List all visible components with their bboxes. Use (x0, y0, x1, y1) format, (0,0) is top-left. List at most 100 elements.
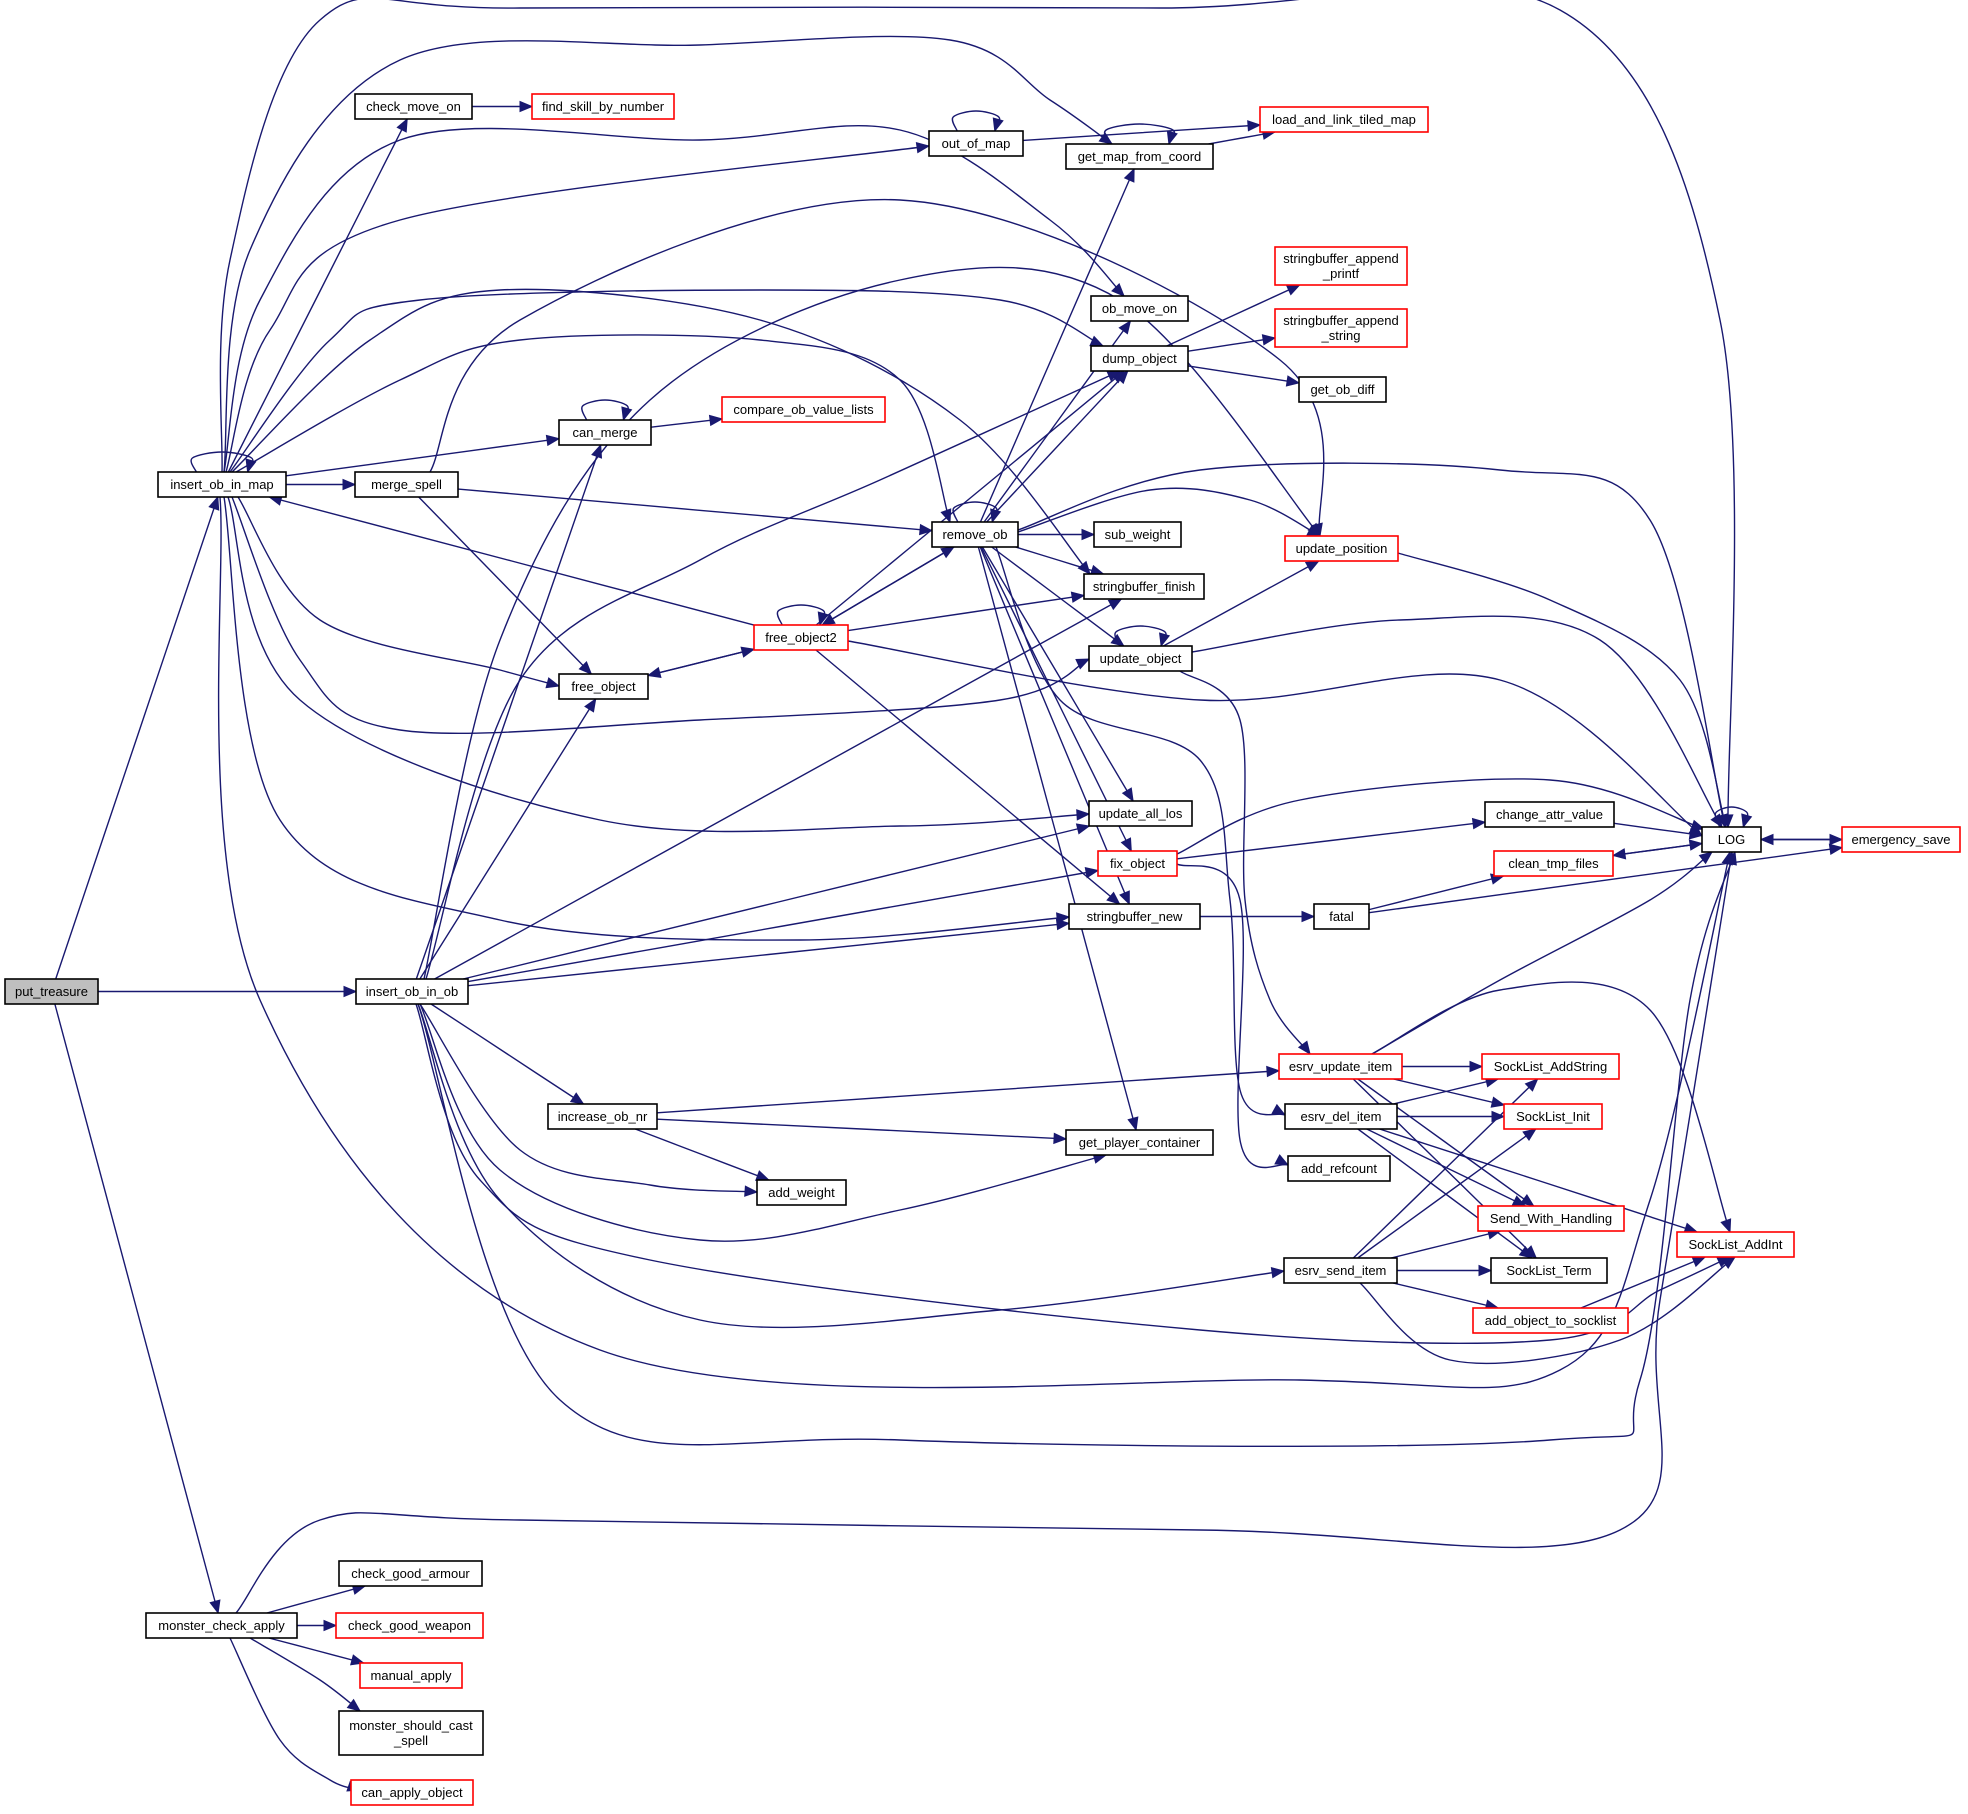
node-box[interactable] (1841, 826, 1961, 853)
node-box[interactable] (1259, 106, 1429, 133)
node-add_weight[interactable]: add_weight (756, 1179, 847, 1206)
node-box[interactable] (355, 978, 469, 1005)
node-free_object[interactable]: free_object (558, 673, 649, 700)
node-insert_ob_in_ob[interactable]: insert_ob_in_ob (355, 978, 469, 1005)
node-box[interactable] (558, 419, 652, 446)
node-box[interactable] (1097, 850, 1178, 877)
node-monster_should_cast_spell[interactable]: monster_should_cast_spell (338, 1710, 484, 1756)
node-box[interactable] (1284, 1103, 1398, 1130)
node-free_object2[interactable]: free_object2 (753, 624, 849, 651)
node-box[interactable] (1313, 903, 1370, 930)
node-box[interactable] (1477, 1205, 1625, 1232)
node-box[interactable] (1481, 1053, 1620, 1080)
node-ob_move_on[interactable]: ob_move_on (1090, 295, 1189, 322)
node-box[interactable] (1283, 1257, 1398, 1284)
node-SockList_AddInt[interactable]: SockList_AddInt (1676, 1231, 1795, 1258)
node-SockList_Init[interactable]: SockList_Init (1503, 1103, 1603, 1130)
node-Send_With_Handling[interactable]: Send_With_Handling (1477, 1205, 1625, 1232)
node-box[interactable] (1090, 295, 1189, 322)
node-box[interactable] (1083, 573, 1205, 600)
node-stringbuffer_finish[interactable]: stringbuffer_finish (1083, 573, 1205, 600)
node-box[interactable] (721, 396, 886, 423)
node-put_treasure[interactable]: put_treasure (4, 978, 99, 1005)
node-box[interactable] (1676, 1231, 1795, 1258)
node-box[interactable] (1274, 308, 1408, 348)
node-SockList_Term[interactable]: SockList_Term (1490, 1257, 1608, 1284)
node-box[interactable] (1484, 801, 1615, 828)
node-box[interactable] (928, 130, 1024, 157)
node-LOG[interactable]: LOG (1701, 826, 1762, 853)
node-insert_ob_in_map[interactable]: insert_ob_in_map (157, 471, 287, 498)
node-out_of_map[interactable]: out_of_map (928, 130, 1024, 157)
node-box[interactable] (350, 1779, 474, 1806)
node-esrv_update_item[interactable]: esrv_update_item (1278, 1053, 1403, 1080)
node-box[interactable] (558, 673, 649, 700)
node-esrv_del_item[interactable]: esrv_del_item (1284, 1103, 1398, 1130)
node-add_object_to_socklist[interactable]: add_object_to_socklist (1472, 1307, 1629, 1334)
node-fatal[interactable]: fatal (1313, 903, 1370, 930)
node-add_refcount[interactable]: add_refcount (1287, 1155, 1391, 1182)
node-remove_ob[interactable]: remove_ob (931, 521, 1019, 548)
node-box[interactable] (1701, 826, 1762, 853)
node-box[interactable] (4, 978, 99, 1005)
node-update_all_los[interactable]: update_all_los (1088, 800, 1193, 827)
node-find_skill_by_number[interactable]: find_skill_by_number (531, 93, 675, 120)
node-check_good_weapon[interactable]: check_good_weapon (335, 1612, 484, 1639)
node-box[interactable] (1472, 1307, 1629, 1334)
node-merge_spell[interactable]: merge_spell (354, 471, 459, 498)
node-dump_object[interactable]: dump_object (1090, 345, 1189, 372)
node-update_position[interactable]: update_position (1284, 535, 1399, 562)
node-box[interactable] (338, 1560, 483, 1587)
node-box[interactable] (756, 1179, 847, 1206)
node-box[interactable] (1088, 800, 1193, 827)
node-box[interactable] (359, 1662, 463, 1689)
node-can_merge[interactable]: can_merge (558, 419, 652, 446)
node-box[interactable] (1490, 1257, 1608, 1284)
node-compare_ob_value_lists[interactable]: compare_ob_value_lists (721, 396, 886, 423)
node-stringbuffer_append_printf[interactable]: stringbuffer_append_printf (1274, 246, 1408, 286)
node-box[interactable] (1065, 1129, 1214, 1156)
node-stringbuffer_append_string[interactable]: stringbuffer_append_string (1274, 308, 1408, 348)
node-check_good_armour[interactable]: check_good_armour (338, 1560, 483, 1587)
node-box[interactable] (354, 471, 459, 498)
node-box[interactable] (1284, 535, 1399, 562)
node-box[interactable] (1493, 850, 1614, 877)
node-load_and_link_tiled_map[interactable]: load_and_link_tiled_map (1259, 106, 1429, 133)
node-box[interactable] (145, 1612, 298, 1639)
node-update_object[interactable]: update_object (1088, 645, 1193, 672)
node-box[interactable] (1298, 376, 1387, 403)
node-increase_ob_nr[interactable]: increase_ob_nr (547, 1103, 658, 1130)
node-box[interactable] (1065, 143, 1214, 170)
node-sub_weight[interactable]: sub_weight (1093, 521, 1182, 548)
node-manual_apply[interactable]: manual_apply (359, 1662, 463, 1689)
node-esrv_send_item[interactable]: esrv_send_item (1283, 1257, 1398, 1284)
node-stringbuffer_new[interactable]: stringbuffer_new (1068, 903, 1201, 930)
node-box[interactable] (1093, 521, 1182, 548)
node-box[interactable] (1274, 246, 1408, 286)
node-fix_object[interactable]: fix_object (1097, 850, 1178, 877)
node-monster_check_apply[interactable]: monster_check_apply (145, 1612, 298, 1639)
node-box[interactable] (335, 1612, 484, 1639)
node-box[interactable] (1068, 903, 1201, 930)
node-box[interactable] (1088, 645, 1193, 672)
node-box[interactable] (1503, 1103, 1603, 1130)
node-box[interactable] (1090, 345, 1189, 372)
node-SockList_AddString[interactable]: SockList_AddString (1481, 1053, 1620, 1080)
node-box[interactable] (547, 1103, 658, 1130)
node-get_player_container[interactable]: get_player_container (1065, 1129, 1214, 1156)
node-box[interactable] (1278, 1053, 1403, 1080)
node-box[interactable] (931, 521, 1019, 548)
node-box[interactable] (531, 93, 675, 120)
node-box[interactable] (753, 624, 849, 651)
node-check_move_on[interactable]: check_move_on (354, 93, 473, 120)
node-change_attr_value[interactable]: change_attr_value (1484, 801, 1615, 828)
node-clean_tmp_files[interactable]: clean_tmp_files (1493, 850, 1614, 877)
node-box[interactable] (354, 93, 473, 120)
node-box[interactable] (1287, 1155, 1391, 1182)
node-box[interactable] (157, 471, 287, 498)
node-get_map_from_coord[interactable]: get_map_from_coord (1065, 143, 1214, 170)
node-can_apply_object[interactable]: can_apply_object (350, 1779, 474, 1806)
node-emergency_save[interactable]: emergency_save (1841, 826, 1961, 853)
node-get_ob_diff[interactable]: get_ob_diff (1298, 376, 1387, 403)
node-box[interactable] (338, 1710, 484, 1756)
